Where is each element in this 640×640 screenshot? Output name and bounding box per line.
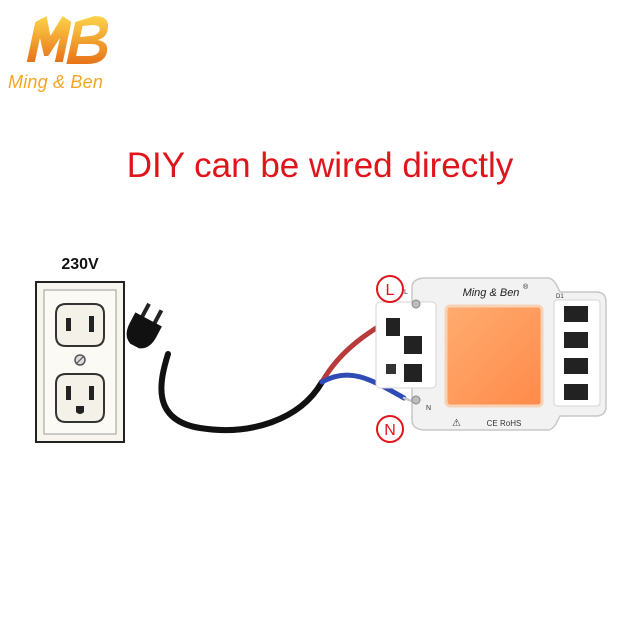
driver-chip-icon xyxy=(386,318,422,382)
live-solder-pad xyxy=(411,299,421,309)
board-brand-label: Ming & Ben xyxy=(463,287,520,299)
neutral-wire xyxy=(319,372,407,401)
led-emitter-area xyxy=(444,304,544,408)
brand-logo-icon xyxy=(26,16,109,64)
power-plug-icon xyxy=(126,302,164,349)
outlet-socket-bottom xyxy=(55,373,105,423)
neutral-solder-pad xyxy=(411,395,421,405)
live-terminal-badge: L xyxy=(376,275,404,303)
voltage-label: 230V xyxy=(61,256,99,273)
rectifier-chips-icon xyxy=(553,299,601,407)
brand-name: Ming & Ben xyxy=(8,72,104,92)
registered-mark: ® xyxy=(523,283,529,291)
neutral-pad-label: N xyxy=(426,405,431,412)
live-pad-label: L xyxy=(404,289,408,296)
neutral-badge-label: N xyxy=(384,422,396,439)
wall-outlet xyxy=(35,281,125,443)
outlet-socket-top xyxy=(55,303,105,347)
cob-led-board: Ming & Ben ® D1 L N ⚠ CE RoHS xyxy=(375,277,607,431)
headline: DIY can be wired directly xyxy=(126,146,514,185)
neutral-terminal-badge: N xyxy=(376,415,404,443)
live-badge-label: L xyxy=(386,282,395,299)
warning-icon: ⚠ xyxy=(452,418,461,429)
chip-label: D1 xyxy=(556,294,564,300)
certification-label: CE RoHS xyxy=(487,419,522,428)
outlet-screw-icon xyxy=(74,354,86,366)
